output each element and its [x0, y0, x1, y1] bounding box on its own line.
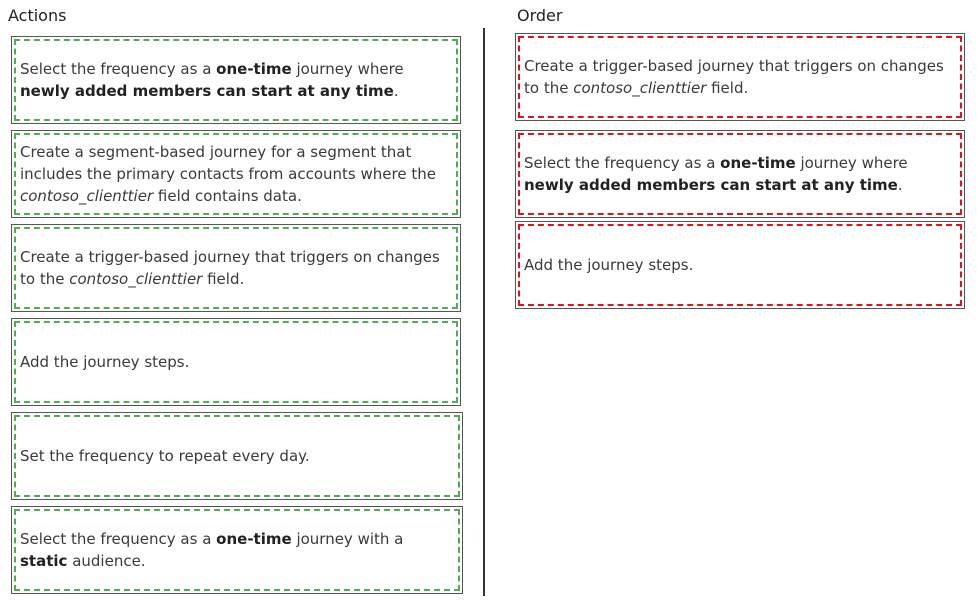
- order-item[interactable]: Add the journey steps.: [515, 221, 965, 309]
- action-item-text: Set the frequency to repeat every day.: [20, 445, 310, 467]
- bold-text: static: [20, 552, 68, 570]
- text-run: journey where: [291, 60, 404, 78]
- action-item[interactable]: Set the frequency to repeat every day.: [11, 412, 463, 500]
- text-run: Select the frequency as a: [524, 154, 721, 172]
- text-run: journey with a: [291, 530, 404, 548]
- text-run: .: [393, 82, 399, 100]
- field-name: contoso_clienttier: [573, 79, 707, 97]
- order-item[interactable]: Create a trigger-based journey that trig…: [515, 33, 965, 121]
- text-run: Add the journey steps.: [524, 256, 694, 274]
- action-item-text: Select the frequency as a one-time journ…: [20, 528, 454, 572]
- action-item-text: Create a segment-based journey for a seg…: [20, 141, 452, 207]
- order-item-text: Select the frequency as a one-time journ…: [524, 152, 956, 196]
- bold-text: newly added members can start at any tim…: [20, 82, 394, 100]
- text-run: Add the journey steps.: [20, 353, 190, 371]
- field-name: contoso_clienttier: [69, 270, 203, 288]
- text-run: Set the frequency to repeat every day.: [20, 447, 310, 465]
- text-run: Create a trigger-based journey that trig…: [524, 57, 944, 97]
- action-item[interactable]: Add the journey steps.: [11, 318, 461, 406]
- order-item-text: Add the journey steps.: [524, 254, 693, 276]
- text-run: Select the frequency as a: [20, 530, 217, 548]
- bold-text: one-time: [216, 530, 292, 548]
- action-item-text: Create a trigger-based journey that trig…: [20, 246, 452, 290]
- text-run: .: [897, 176, 903, 194]
- text-run: field.: [202, 270, 245, 288]
- bold-text: one-time: [720, 154, 796, 172]
- order-item[interactable]: Select the frequency as a one-time journ…: [515, 130, 965, 218]
- field-name: contoso_clienttier: [20, 187, 154, 205]
- column-divider: [483, 28, 485, 596]
- text-run: audience.: [67, 552, 146, 570]
- text-run: journey where: [795, 154, 908, 172]
- text-run: field.: [706, 79, 749, 97]
- bold-text: one-time: [216, 60, 292, 78]
- actions-heading: Actions: [8, 6, 67, 25]
- action-item[interactable]: Select the frequency as a one-time journ…: [11, 36, 461, 124]
- order-heading: Order: [517, 6, 563, 25]
- action-item[interactable]: Create a trigger-based journey that trig…: [11, 224, 461, 312]
- action-item[interactable]: Select the frequency as a one-time journ…: [11, 506, 463, 594]
- bold-text: newly added members can start at any tim…: [524, 176, 898, 194]
- order-item-text: Create a trigger-based journey that trig…: [524, 55, 956, 99]
- action-item[interactable]: Create a segment-based journey for a seg…: [11, 130, 461, 218]
- action-item-text: Add the journey steps.: [20, 351, 189, 373]
- text-run: Select the frequency as a: [20, 60, 217, 78]
- text-run: Create a trigger-based journey that trig…: [20, 248, 440, 288]
- text-run: field contains data.: [153, 187, 302, 205]
- action-item-text: Select the frequency as a one-time journ…: [20, 58, 452, 102]
- text-run: Create a segment-based journey for a seg…: [20, 143, 436, 183]
